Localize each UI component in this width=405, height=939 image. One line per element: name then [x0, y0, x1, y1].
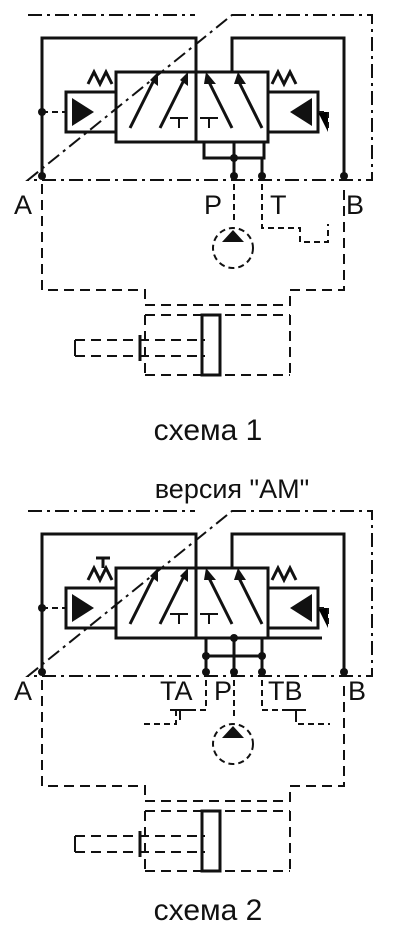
port-p-label: P — [204, 190, 222, 220]
port-a-label: A — [14, 190, 32, 220]
port-a-label: A — [14, 676, 32, 706]
scheme-2-diagram: A TA P TB B схема 2 — [14, 509, 374, 927]
scheme-2-caption: схема 2 — [154, 894, 263, 927]
scheme-1-caption: схема 1 — [154, 414, 263, 447]
port-t-label: T — [270, 190, 287, 220]
port-b-label: B — [348, 676, 366, 706]
port-b-label: B — [346, 190, 364, 220]
version-label: версия "АМ" — [155, 474, 309, 504]
port-tb-label: TB — [268, 676, 303, 706]
port-p-label: P — [214, 676, 232, 706]
port-ta-label: TA — [160, 676, 193, 706]
scheme-1-diagram: A P T B схема 1 — [14, 13, 374, 447]
